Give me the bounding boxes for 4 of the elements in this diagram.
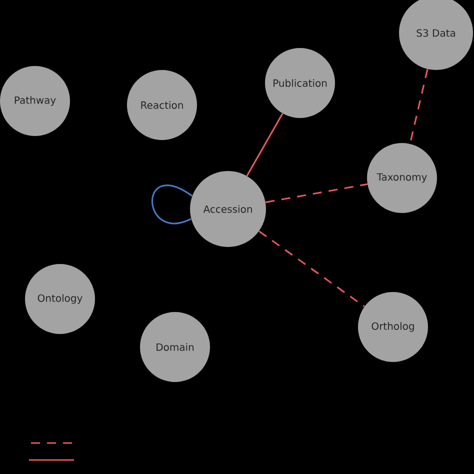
loop-line <box>151 184 193 224</box>
connector-line <box>265 183 368 204</box>
connector-line <box>246 113 284 176</box>
connector-line <box>258 230 365 308</box>
